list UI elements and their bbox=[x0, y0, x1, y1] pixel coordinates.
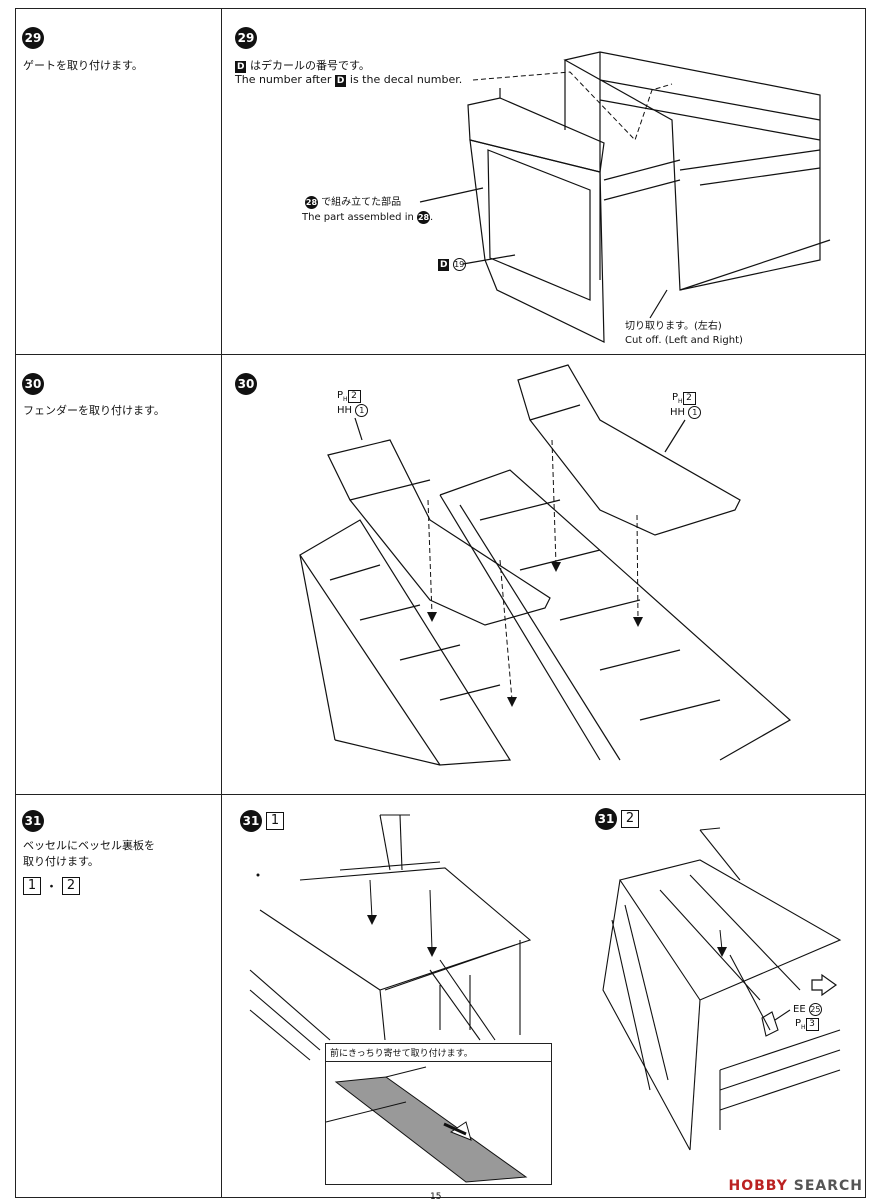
step-31-instruction-line1: ベッセルにベッセル裏板を bbox=[23, 839, 155, 852]
step-31-2-header: 31 2 bbox=[595, 808, 639, 830]
decal-note-jp: D はデカールの番号です。 bbox=[235, 59, 370, 73]
step-29-diagram-badge: 29 bbox=[235, 27, 257, 49]
row-divider-1 bbox=[16, 354, 865, 355]
decal-note-en: The number after D is the decal number. bbox=[235, 73, 463, 87]
step-29-badge: 29 bbox=[22, 27, 44, 49]
row-divider-2 bbox=[16, 794, 865, 795]
step-29-instruction: ゲートを取り付けます。 bbox=[23, 59, 143, 72]
step-31-badge: 31 bbox=[22, 810, 44, 832]
decal-callout: D 19 bbox=[438, 258, 466, 271]
step-31-instruction-line2: 取り付けます。 bbox=[23, 855, 99, 868]
inset-caption: 前にきっちり寄せて取り付けます。 bbox=[326, 1044, 551, 1062]
instruction-page bbox=[15, 8, 866, 1198]
cut-note-jp: 切り取ります。(左右) bbox=[625, 321, 722, 332]
inset-drawing bbox=[325, 1066, 528, 1183]
decal-letter: D bbox=[235, 61, 247, 73]
step-30-badge: 30 bbox=[22, 373, 44, 395]
part-ref-en: The part assembled in 28. bbox=[302, 211, 434, 224]
step-30-instruction: フェンダーを取り付けます。 bbox=[23, 404, 165, 417]
page-number: 15 bbox=[430, 1192, 442, 1202]
sub-1-box: 1 bbox=[23, 876, 41, 895]
sub-2-box: 2 bbox=[62, 876, 81, 895]
cut-note-en: Cut off. (Left and Right) bbox=[625, 335, 743, 346]
step-31-subs: 1 ・ 2 bbox=[23, 876, 81, 895]
part-ee: EE 25 bbox=[793, 1003, 822, 1016]
watermark: HOBBY SEARCH bbox=[728, 1178, 863, 1194]
part-ref-jp: 28 で組み立てた部品 bbox=[305, 196, 402, 209]
right-fender-hh: HH 1 bbox=[670, 406, 702, 419]
step-31-1-header: 31 1 bbox=[240, 810, 284, 832]
column-divider bbox=[221, 9, 222, 1197]
step-30-diagram-badge: 30 bbox=[235, 373, 257, 395]
left-fender-hh: HH 1 bbox=[337, 404, 369, 417]
detail-inset: 前にきっちり寄せて取り付けます。 bbox=[325, 1043, 552, 1185]
